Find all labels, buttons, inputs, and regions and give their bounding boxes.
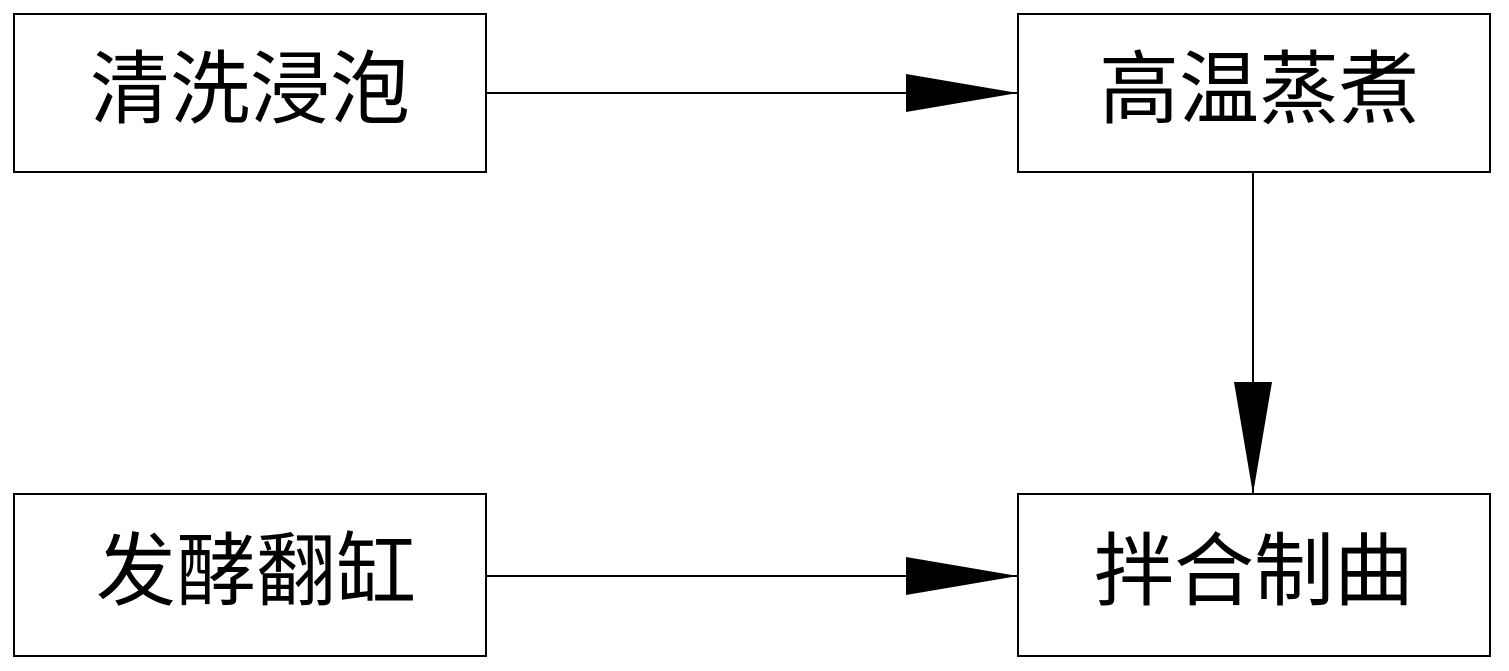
edge-wash-to-steam	[486, 74, 1018, 112]
node-wash: 清洗浸泡	[14, 14, 486, 172]
node-mix-label: 拌合制曲	[1094, 525, 1414, 618]
node-wash-label: 清洗浸泡	[90, 43, 410, 136]
edge-steam-to-mix	[1234, 172, 1272, 494]
node-steam-label: 高温蒸煮	[1099, 43, 1419, 136]
node-ferment-label: 发酵翻缸	[96, 525, 416, 618]
edge-ferment-to-mix	[486, 557, 1018, 595]
node-ferment: 发酵翻缸	[14, 494, 486, 656]
node-mix: 拌合制曲	[1018, 494, 1490, 656]
node-steam: 高温蒸煮	[1018, 14, 1490, 172]
